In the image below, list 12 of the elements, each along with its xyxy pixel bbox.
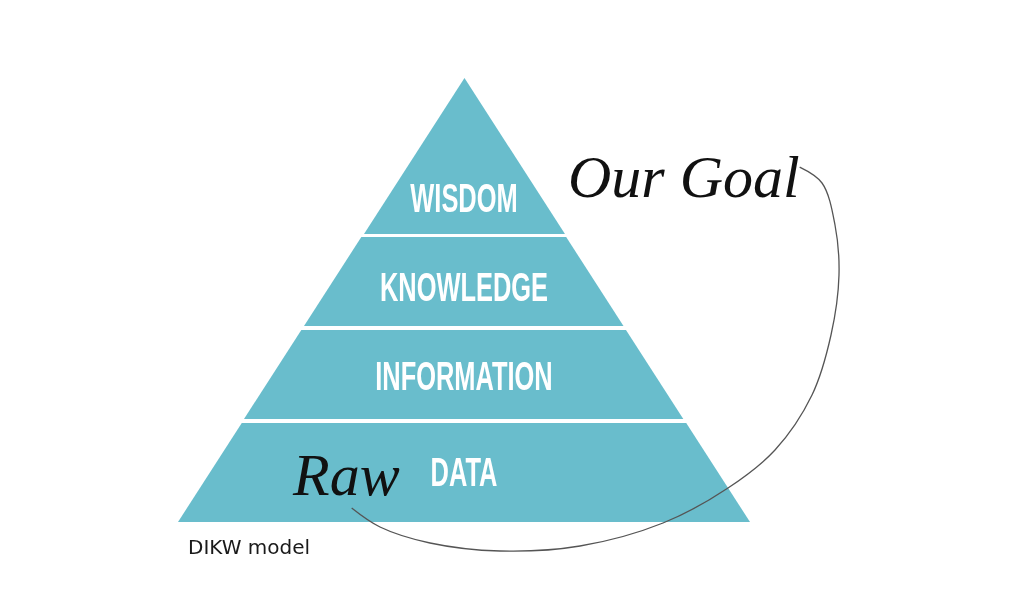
pyramid-tier (363, 78, 565, 234)
connector-curve (351, 166, 840, 552)
tier-label: KNOWLEDGE (379, 266, 548, 308)
tier-label: WISDOM (410, 177, 518, 219)
caption: DIKW model (188, 535, 311, 559)
handwritten-note: Raw (293, 442, 400, 508)
pyramid-tier (178, 423, 750, 522)
tier-label: DATA (430, 451, 498, 493)
pyramid-tier (244, 330, 684, 419)
pyramid-tier (304, 237, 624, 326)
tier-label: INFORMATION (375, 355, 553, 397)
handwritten-note: Our Goal (568, 144, 800, 210)
